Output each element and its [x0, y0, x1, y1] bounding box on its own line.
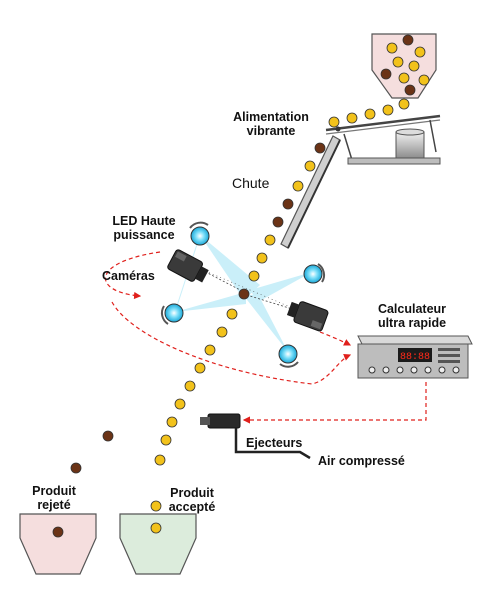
cameras-label: Caméras — [102, 269, 155, 283]
accepted-product-label: Produit accepté — [160, 486, 224, 514]
feeder-label-line-1: Alimentation — [233, 110, 309, 124]
camera-signal-lines — [104, 251, 352, 385]
led-lamp-icon — [278, 344, 299, 368]
computer-label: Calculateur ultra rapide — [364, 302, 460, 330]
computer-label-line-2: ultra rapide — [377, 316, 447, 330]
accepted-label-line-2: accepté — [168, 500, 216, 514]
accept-bin — [119, 513, 197, 575]
rejected-product-label: Produit rejeté — [24, 484, 84, 512]
svg-text:88:88: 88:88 — [400, 352, 430, 363]
chute-label: Chute — [232, 175, 270, 191]
rejected-label-line-2: rejeté — [37, 498, 71, 512]
led-label: LED Haute puissance — [100, 214, 188, 242]
rejected-label-line-1: Produit — [32, 484, 76, 498]
computer-label-line-1: Calculateur — [377, 302, 447, 316]
ejectors-label: Ejecteurs — [246, 436, 303, 450]
vibrating-feeder-icon — [325, 114, 441, 165]
computer-unit-icon: 88:88 — [357, 335, 473, 379]
led-label-line-1: LED Haute — [112, 214, 176, 228]
reject-bin — [19, 513, 97, 575]
camera-icon — [286, 301, 329, 332]
led-light-beams — [174, 234, 312, 352]
ejector-signal-line — [242, 382, 427, 424]
accepted-label-line-1: Produit — [170, 486, 214, 500]
feeder-label-line-2: vibrante — [246, 124, 296, 138]
product-flow — [52, 34, 430, 538]
air-ejector-icon — [200, 413, 311, 460]
chute-ramp — [280, 135, 341, 249]
camera-icon — [167, 249, 209, 283]
led-lamp-icon — [189, 221, 210, 246]
led-lamp-icon — [303, 263, 325, 284]
led-label-line-2: puissance — [113, 228, 175, 242]
feeder-label: Alimentation vibrante — [216, 110, 326, 138]
compressed-air-label: Air compressé — [318, 454, 405, 468]
led-lamp-icon — [161, 303, 184, 325]
